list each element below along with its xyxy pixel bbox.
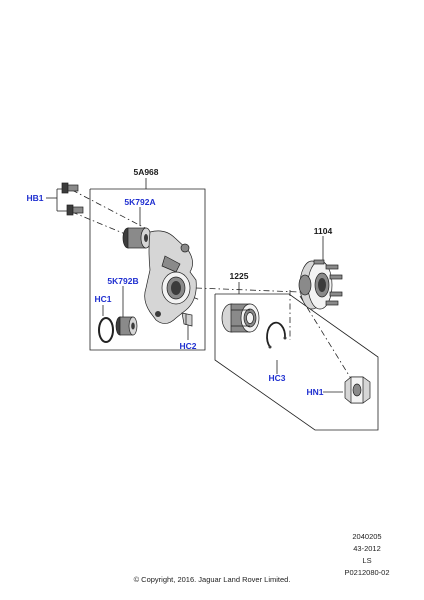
leader-lines	[46, 188, 343, 393]
ref-code: 2040205	[352, 532, 382, 541]
hotspot-hn1[interactable]: HN1	[306, 387, 323, 397]
ref-section: 43-2012	[353, 544, 381, 553]
bolt-upper	[61, 182, 79, 194]
wheel-hub	[298, 259, 343, 310]
hotspot-5k792a[interactable]: 5K792A	[124, 197, 155, 207]
bolt-lower	[66, 204, 84, 216]
bush-5k792a	[122, 227, 152, 249]
hotspot-hc2[interactable]: HC2	[179, 341, 196, 351]
ref-model: LS	[362, 556, 372, 565]
bush-5k792b	[115, 316, 138, 336]
ref-illustration-id: P0212080-02	[344, 568, 390, 577]
hotspot-5k792b[interactable]: 5K792B	[107, 276, 138, 286]
part-label-1225: 1225	[230, 271, 249, 281]
part-label-1104: 1104	[314, 226, 333, 236]
hotspot-hc3[interactable]: HC3	[268, 373, 285, 383]
hub-bearing-frame	[214, 282, 379, 431]
steering-knuckle	[144, 230, 197, 324]
copyright-notice: © Copyright, 2016. Jaguar Land Rover Lim…	[133, 575, 291, 584]
knuckle-frame	[89, 178, 206, 351]
wheel-bearing	[221, 303, 260, 333]
circlip-hc3	[266, 321, 287, 349]
clip-hc2	[181, 312, 193, 327]
diagram-reference-block: 2040205 43-2012 LS P0212080-02	[337, 531, 397, 579]
hotspot-hc1[interactable]: HC1	[94, 294, 111, 304]
circlip-hc1	[98, 317, 114, 343]
hotspot-hb1[interactable]: HB1	[26, 193, 43, 203]
assembly-axis-lines	[71, 189, 359, 391]
hub-nut	[344, 376, 371, 404]
part-label-5a968: 5A968	[133, 167, 158, 177]
